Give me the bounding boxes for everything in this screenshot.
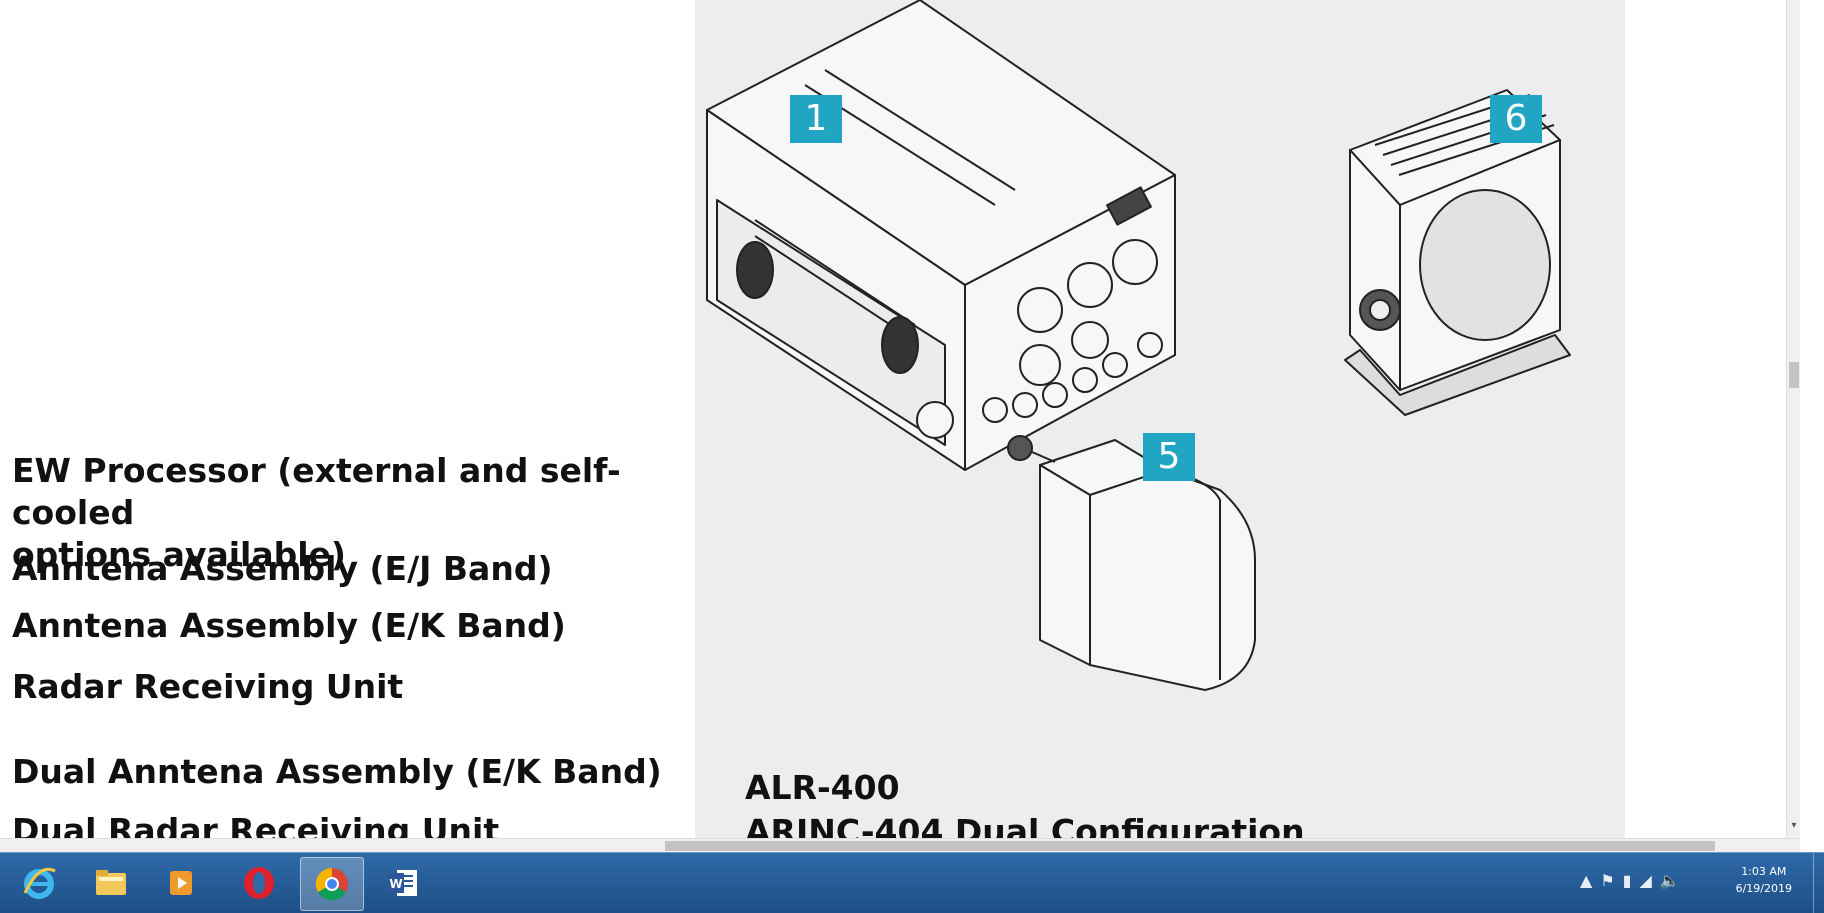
taskbar-internet-explorer[interactable] bbox=[8, 857, 70, 909]
volume-icon: 🔈 bbox=[1659, 871, 1688, 890]
taskbar-chrome[interactable] bbox=[300, 857, 364, 911]
battery-icon: ▮ bbox=[1622, 871, 1640, 890]
product-figure: 1 6 5 ALR-400 ARINC-404 Dual Configurati… bbox=[695, 0, 1625, 838]
show-hidden-icons-icon: ▲ bbox=[1580, 871, 1601, 890]
callout-badge-1: 1 bbox=[790, 95, 842, 143]
scroll-down-arrow-icon[interactable]: ▾ bbox=[1791, 820, 1797, 831]
taskbar-file-explorer[interactable] bbox=[80, 857, 142, 909]
clock-date: 6/19/2019 bbox=[1735, 882, 1792, 895]
tray-icons[interactable]: ▲⚑▮◢🔈 bbox=[1580, 871, 1688, 890]
svg-text:W: W bbox=[389, 877, 402, 891]
legend-item-radar-receiving-unit: Radar Receiving Unit bbox=[12, 667, 404, 706]
legend-item-antenna-ek: Anntena Assembly (E/K Band) bbox=[12, 606, 566, 645]
windows-taskbar: W ▲⚑▮◢🔈 1:03 AM 6/19/2019 bbox=[0, 852, 1824, 913]
opera-icon bbox=[244, 867, 274, 899]
vertical-scroll-thumb[interactable] bbox=[1789, 362, 1799, 388]
taskbar-clock[interactable]: 1:03 AM 6/19/2019 bbox=[1736, 863, 1792, 897]
taskbar-word[interactable]: W bbox=[372, 857, 434, 909]
horizontal-scroll-thumb[interactable] bbox=[665, 841, 1715, 851]
callout-badge-5: 5 bbox=[1143, 433, 1195, 481]
media-player-icon bbox=[170, 871, 192, 895]
callout-badge-6: 6 bbox=[1490, 95, 1542, 143]
legend-item-antenna-ej: Anntena Assembly (E/J Band) bbox=[12, 549, 553, 588]
clock-time: 1:03 AM bbox=[1741, 865, 1787, 878]
legend-item-dual-radar-unit: Dual Radar Receiving Unit bbox=[12, 811, 500, 838]
word-icon: W bbox=[388, 870, 417, 896]
legend-item-ew-processor: EW Processor (external and self-cooled o… bbox=[12, 451, 621, 574]
vertical-scrollbar[interactable]: ▾ bbox=[1786, 0, 1800, 838]
action-center-flag-icon: ⚑ bbox=[1600, 871, 1623, 890]
network-icon: ◢ bbox=[1639, 871, 1660, 890]
figure-caption-subtitle: ARINC-404 Dual Configuration bbox=[745, 812, 1305, 838]
document-viewport: EW Processor (external and self-cooled o… bbox=[12, 0, 1800, 838]
taskbar-opera[interactable] bbox=[228, 857, 290, 909]
legend-item-dual-antenna: Dual Anntena Assembly (E/K Band) bbox=[12, 752, 662, 791]
horizontal-scrollbar[interactable] bbox=[0, 838, 1800, 853]
internet-explorer-icon bbox=[23, 867, 56, 899]
system-tray: ▲⚑▮◢🔈 1:03 AM 6/19/2019 bbox=[1580, 853, 1810, 913]
chrome-icon bbox=[315, 867, 348, 901]
show-desktop-button[interactable] bbox=[1813, 853, 1824, 913]
file-explorer-icon bbox=[96, 870, 126, 895]
taskbar-media-player[interactable] bbox=[150, 857, 212, 909]
figure-caption-title: ALR-400 bbox=[745, 768, 900, 807]
